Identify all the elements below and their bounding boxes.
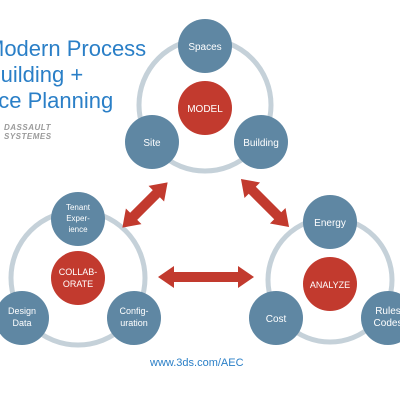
node-energy-label: Energy [314,218,346,229]
collaborate-center [51,251,105,305]
diagram-title: Modern Process Building + ace Planning [0,36,156,114]
node-cost-label: Cost [266,314,287,325]
arrow-collaborate-analyze [158,266,254,288]
node-config-label-1: Config- [119,306,148,316]
node-config-label-2: uration [120,318,148,328]
dassault-logo: DASSAULT SYSTEMES [4,123,52,141]
node-building [234,115,288,169]
node-rules-codes [361,291,400,345]
node-tenant-label-2: Exper- [66,214,90,223]
collaborate-center-label-2: ORATE [63,279,93,289]
node-energy [303,195,357,249]
collaborate-center-label-1: COLLAB- [59,267,98,277]
logo-line-1: DASSAULT [4,123,51,132]
analyze-center [303,257,357,311]
node-configuration [107,291,161,345]
node-building-label: Building [243,138,279,149]
analyze-center-label: ANALYZE [310,280,350,290]
node-spaces-label: Spaces [188,42,221,53]
title-line-1: Modern Process [0,36,147,61]
node-tenant-experience [51,192,105,246]
node-rules-label-1: Rules [375,306,400,317]
node-tenant-label-3: ience [68,225,88,234]
model-center [178,81,232,135]
model-center-label: MODEL [187,104,223,115]
arrows [122,178,290,288]
logo-line-2: SYSTEMES [4,132,52,141]
title-line-2: Building + [0,62,84,87]
node-design-data [0,291,49,345]
node-cost [249,291,303,345]
arrow-model-analyze [240,178,290,228]
node-tenant-label-1: Tenant [66,203,91,212]
arrow-model-collaborate [122,182,168,228]
node-site-label: Site [143,138,161,149]
website-url: www.3ds.com/AEC [150,357,244,369]
node-spaces [178,19,232,73]
title-line-3: ace Planning [0,88,114,113]
node-design-label-2: Data [12,318,31,328]
node-rules-label-2: Codes [374,318,400,329]
node-site [125,115,179,169]
node-design-label-1: Design [8,306,36,316]
